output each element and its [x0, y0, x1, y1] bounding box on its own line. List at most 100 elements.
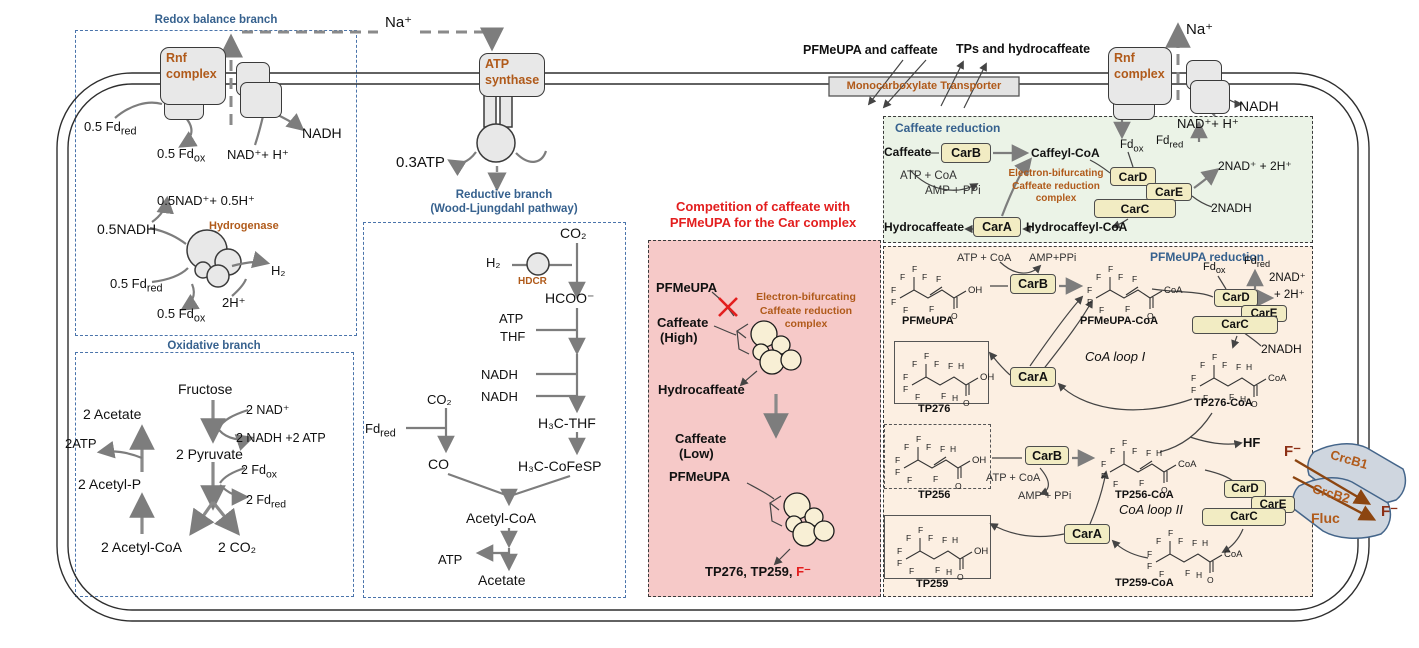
- nadh-label-left: NADH: [302, 125, 342, 141]
- tp276-label: TP276: [918, 403, 951, 415]
- svg-text:H: H: [1202, 538, 1208, 548]
- tp256-coa-label: TP256-CoA: [1115, 489, 1174, 501]
- svg-text:F: F: [904, 442, 909, 452]
- svg-text:OH: OH: [972, 455, 986, 466]
- fructose-label: Fructose: [178, 381, 233, 397]
- fluoride-out-label: F⁻: [1381, 503, 1399, 520]
- nadh-wl-2-label: NADH: [481, 389, 518, 404]
- nad1-peach-label: 2NAD⁺: [1269, 272, 1306, 284]
- coa-loop2-label: CoA loop II: [1119, 502, 1183, 517]
- svg-text:F: F: [1132, 446, 1137, 456]
- tp259-coa-label: TP259-CoA: [1115, 577, 1174, 589]
- svg-text:F: F: [924, 351, 929, 361]
- thf-label: THF: [500, 329, 526, 344]
- co2-wl-label: CO₂: [560, 225, 587, 241]
- atp-coa-1-label: ATP + CoA: [957, 252, 1012, 264]
- svg-text:O: O: [951, 311, 958, 321]
- hydrogenase-enzyme: [186, 229, 242, 288]
- products-text: TP276, TP259,: [705, 564, 797, 579]
- hydrogenase-label: Hydrogenase: [209, 220, 279, 232]
- caffeate-label: Caffeate: [884, 145, 932, 159]
- svg-text:F: F: [907, 475, 912, 485]
- acetate2-label: 2 Acetate: [83, 406, 142, 422]
- co2b-label: CO₂: [427, 392, 452, 407]
- tp256-label: TP256: [918, 489, 951, 501]
- atp-synthase-graphic: [447, 94, 548, 192]
- care-enzyme: CarE: [1146, 183, 1192, 201]
- svg-text:O: O: [1207, 575, 1214, 585]
- hydrogenase-arrows: [149, 195, 271, 311]
- acetyl-p-label: 2 Acetyl-P: [78, 476, 142, 492]
- reductive-branch-box: [363, 222, 626, 598]
- import-label: PFMeUPA and caffeate: [803, 43, 938, 57]
- carc-enzyme: CarC: [1094, 199, 1176, 218]
- fluc-label: Fluc: [1311, 510, 1340, 526]
- reductive-branch-title-2: (Wood-Ljungdahl pathway): [430, 203, 578, 215]
- card2-enzyme: CarD: [1224, 480, 1266, 498]
- svg-text:F: F: [1200, 360, 1205, 370]
- svg-text:H: H: [958, 361, 964, 371]
- reductive-branch-title-1: Reductive branch: [455, 189, 553, 201]
- svg-text:F: F: [942, 535, 947, 545]
- svg-text:F: F: [897, 546, 902, 556]
- h1-peach-label: + 2H⁺: [1274, 289, 1305, 301]
- sodium-gradient-path: [219, 27, 504, 125]
- fd-red-peach-label: Fdred: [1244, 255, 1271, 270]
- svg-text:F: F: [1168, 528, 1173, 538]
- competition-title-1: Competition of caffeate with: [675, 199, 851, 214]
- atp-coa-2-label: ATP + CoA: [986, 472, 1041, 484]
- acetate-wl-label: Acetate: [478, 572, 526, 588]
- caffeate-low-label: Caffeate: [675, 431, 727, 446]
- svg-text:O: O: [963, 398, 970, 408]
- svg-text:F: F: [1192, 538, 1197, 548]
- carc1-enzyme: CarC: [1192, 316, 1278, 334]
- svg-text:O: O: [955, 481, 962, 491]
- svg-text:F: F: [1118, 272, 1123, 282]
- caffeate-box-arrows: [909, 120, 1220, 234]
- svg-text:F: F: [1139, 478, 1144, 488]
- hf-label: HF: [1243, 435, 1261, 450]
- svg-text:O: O: [1161, 485, 1168, 495]
- svg-text:F: F: [1087, 285, 1092, 295]
- svg-text:CoA: CoA: [1164, 285, 1183, 296]
- svg-text:F: F: [1122, 438, 1127, 448]
- svg-text:F: F: [912, 359, 917, 369]
- car-complex-cluster-1: [735, 320, 802, 375]
- high-label: (High): [660, 330, 698, 345]
- svg-text:F: F: [909, 566, 914, 576]
- svg-text:CoA: CoA: [1224, 549, 1243, 560]
- oxidative-arrows: [96, 400, 255, 536]
- svg-text:F: F: [1096, 272, 1101, 282]
- svg-text:F: F: [934, 359, 939, 369]
- fd-ox-ox-label: 2 Fdox: [241, 463, 278, 481]
- cofesp-label: H₃C-CoFeSP: [518, 458, 602, 474]
- svg-text:F: F: [1147, 561, 1152, 571]
- rnf-complex-right: Rnf complex: [1108, 47, 1172, 105]
- svg-text:O: O: [1251, 399, 1258, 409]
- coa-loop1-label: CoA loop I: [1085, 349, 1146, 364]
- svg-text:F: F: [895, 467, 900, 477]
- svg-text:F: F: [926, 442, 931, 452]
- atp2x-label: 2ATP: [65, 436, 97, 451]
- svg-text:F: F: [918, 525, 923, 535]
- svg-text:F: F: [1087, 297, 1092, 307]
- svg-text:F: F: [1101, 471, 1106, 481]
- redox-branch-title: Redox balance branch: [154, 14, 278, 26]
- svg-text:F: F: [1185, 568, 1190, 578]
- svg-text:F: F: [1108, 264, 1113, 274]
- svg-text:F: F: [933, 474, 938, 484]
- carb1-enzyme: CarB: [1010, 274, 1056, 294]
- caffeate-high-label: Caffeate: [657, 315, 709, 330]
- svg-text:F: F: [1203, 393, 1208, 403]
- svg-text:H: H: [1156, 448, 1162, 458]
- svg-text:F: F: [1212, 352, 1217, 362]
- svg-text:F: F: [891, 285, 896, 295]
